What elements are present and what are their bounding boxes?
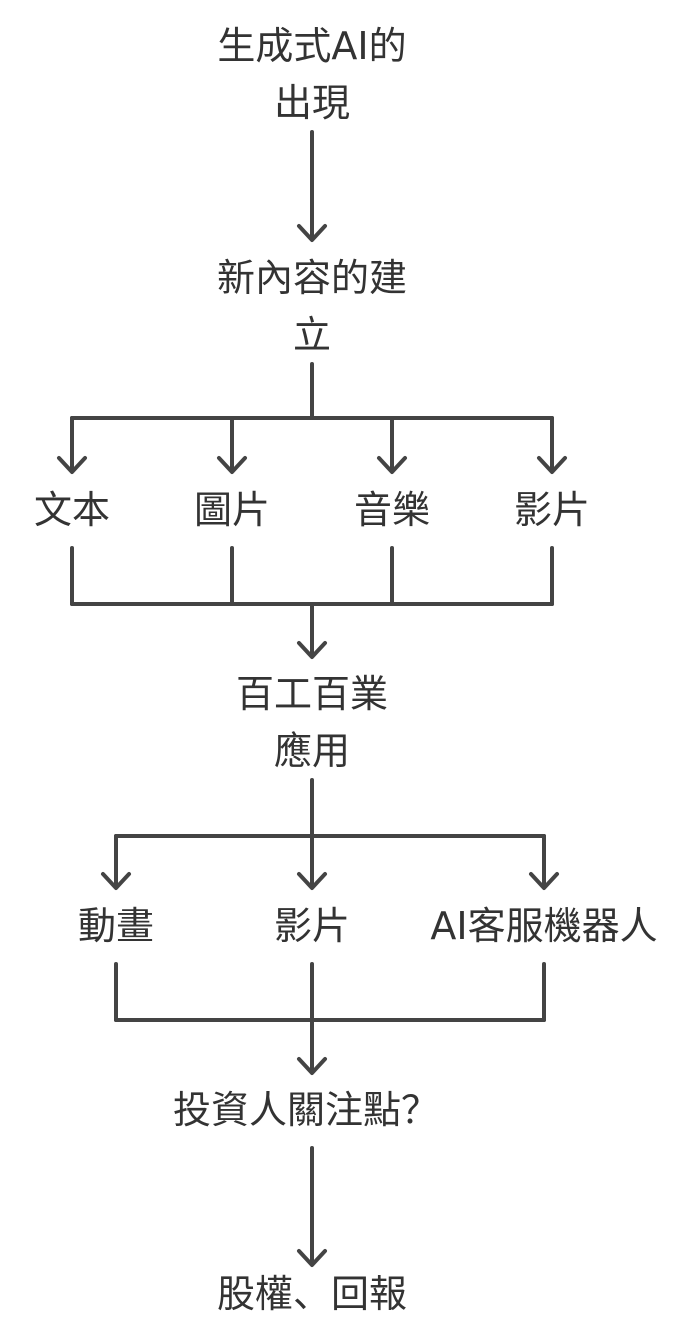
node-ai-customer-service: AI客服機器人 <box>430 898 657 955</box>
arrow-genai-to-new-content <box>297 130 327 242</box>
node-label: 新內容的建 <box>216 256 408 300</box>
node-equity-returns: 股權、回報 <box>217 1266 407 1323</box>
node-new-content: 新內容的建 立 <box>217 250 407 364</box>
arrow-to-investor-focus <box>297 1018 327 1075</box>
node-images: 圖片 <box>194 482 270 539</box>
node-video-content: 影片 <box>514 482 590 539</box>
node-label: 影片 <box>513 488 591 532</box>
arrow-to-industry-apps <box>297 602 327 659</box>
arrow-to-video-app <box>297 834 327 890</box>
connector-industry-branch <box>114 778 546 838</box>
arrow-to-equity-returns <box>297 1146 327 1267</box>
node-label: AI客服機器人 <box>430 904 658 948</box>
arrow-to-ai-customer-service <box>529 834 559 890</box>
node-label: 生成式AI的 <box>217 24 407 68</box>
arrow-to-animation <box>101 834 131 890</box>
node-label: 動畫 <box>77 904 155 948</box>
arrow-to-text <box>57 416 87 474</box>
node-music: 音樂 <box>354 482 430 539</box>
node-animation: 動畫 <box>78 898 154 955</box>
node-label: 影片 <box>273 904 351 948</box>
node-genai-emergence: 生成式AI的 出現 <box>217 18 406 132</box>
node-industry-apps: 百工百業 應用 <box>236 666 388 780</box>
connector-content-merge <box>70 546 554 606</box>
node-label: 音樂 <box>353 488 431 532</box>
node-label: 圖片 <box>193 488 271 532</box>
arrow-to-music <box>377 416 407 474</box>
node-label: 文本 <box>33 488 111 532</box>
connector-apps-merge <box>114 962 546 1022</box>
node-label: 百工百業 <box>235 672 389 716</box>
node-label: 立 <box>292 313 332 357</box>
node-label: 應用 <box>273 729 351 773</box>
arrow-to-video-content <box>537 416 567 474</box>
node-text: 文本 <box>34 482 110 539</box>
node-video-app: 影片 <box>274 898 350 955</box>
node-label: 投資人關注點？ <box>172 1088 440 1132</box>
arrow-to-images <box>217 416 247 474</box>
node-investor-focus: 投資人關注點？ <box>173 1082 439 1139</box>
node-label: 股權、回報 <box>216 1272 408 1316</box>
connector-new-content-branch <box>70 362 554 420</box>
node-label: 出現 <box>273 81 351 125</box>
